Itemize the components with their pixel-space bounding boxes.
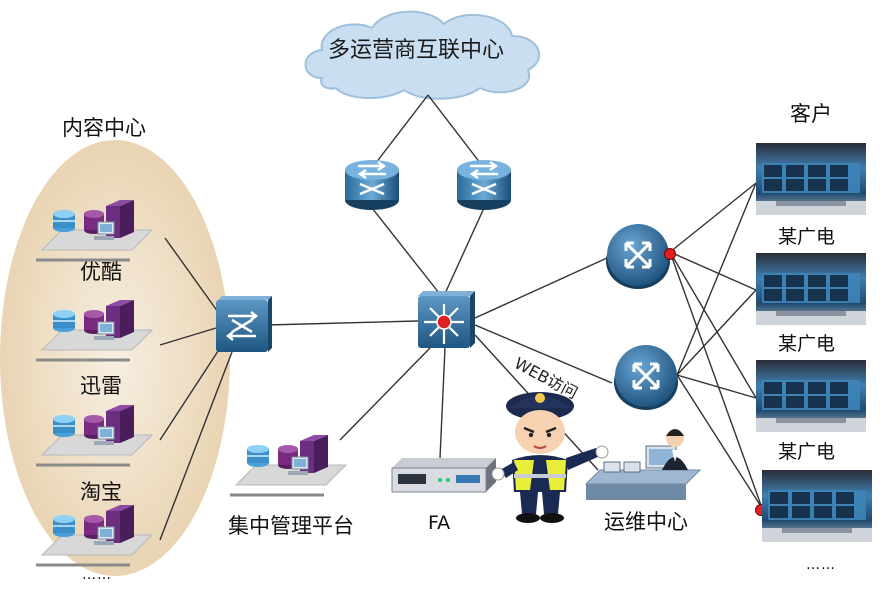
router-icon: [343, 158, 401, 212]
video-wall-icon: [756, 253, 866, 325]
provider-label: 优酷: [80, 260, 122, 284]
alert-dot-icon: [664, 248, 676, 260]
customers-title: 客户: [790, 102, 832, 126]
server-group-icon: [228, 433, 348, 497]
operator-icon: [584, 429, 702, 500]
appliance-icon: [391, 458, 496, 493]
police-mascot-icon: [491, 392, 609, 523]
ops-center-label: 运维中心: [604, 510, 688, 534]
router-icon: [455, 158, 513, 212]
video-wall-icon: [756, 143, 866, 215]
router-icon: [604, 222, 672, 291]
switch-icon: [216, 296, 272, 352]
fa-label: FA: [428, 512, 451, 534]
connection-lines: [159, 94, 763, 541]
provider-label: 淘宝: [80, 480, 122, 504]
video-wall-icon: [762, 470, 872, 542]
cloud-label: 多运营商互联中心: [328, 38, 505, 63]
customer-label: 某广电: [778, 333, 836, 355]
cloud-icon: [304, 10, 540, 100]
video-wall-icon: [756, 360, 866, 432]
content-center-title: 内容中心: [62, 116, 146, 140]
content-center-more: ……: [82, 567, 112, 583]
customers-more: ……: [806, 557, 836, 573]
customer-label: 某广电: [778, 441, 836, 463]
core-switch-icon: [418, 291, 475, 348]
customer-label: 某广电: [778, 226, 836, 248]
router-icon: [612, 343, 680, 412]
platform-label: 集中管理平台: [228, 514, 354, 538]
provider-label: 迅雷: [80, 374, 122, 398]
